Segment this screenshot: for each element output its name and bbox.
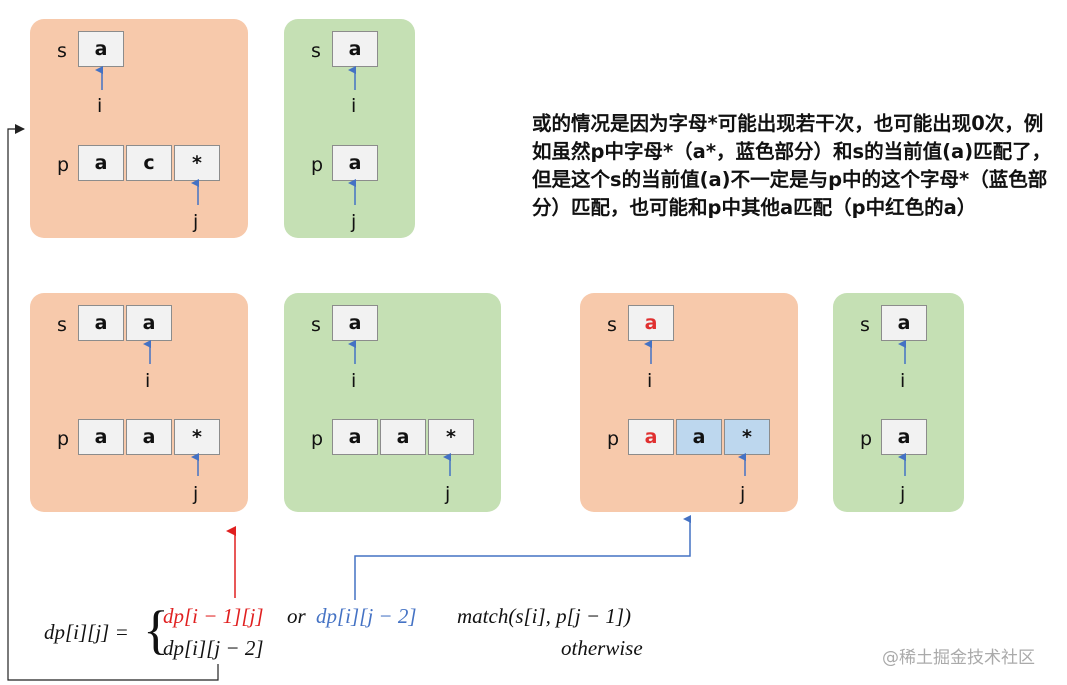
- p-cell: a: [881, 419, 927, 455]
- s-cell-highlight-red: a: [628, 305, 674, 341]
- black-connector-arrow: [7, 124, 219, 681]
- i-pointer-label: i: [900, 370, 906, 392]
- p-label: p: [607, 428, 620, 450]
- s-label: s: [860, 314, 870, 336]
- s-label: s: [57, 40, 67, 62]
- formula-case1-red-term: dp[i − 1][j]: [163, 604, 264, 628]
- formula-case1-condition: match(s[i], p[j − 1]): [457, 604, 632, 628]
- p-cell: a: [126, 419, 172, 455]
- j-pointer-label: j: [740, 483, 746, 505]
- i-pointer-label: i: [351, 370, 357, 392]
- s-cell: a: [126, 305, 172, 341]
- s-cell: a: [78, 31, 124, 67]
- formula-case2-condition: otherwise: [561, 636, 643, 660]
- panel-5: s a i p a a * j: [580, 293, 798, 512]
- p-label: p: [860, 428, 873, 450]
- explanation-note: 或的情况是因为字母*可能出现若干次，也可能出现0次，例如虽然p中字母*（a*，蓝…: [532, 112, 1052, 219]
- p-cell: c: [126, 145, 172, 181]
- s-label: s: [311, 40, 321, 62]
- p-cell: a: [332, 145, 378, 181]
- s-cell: a: [332, 31, 378, 67]
- watermark: @稀土掘金技术社区: [882, 648, 1035, 668]
- blue-connector-arrow: [354, 515, 691, 600]
- p-cell: a: [380, 419, 426, 455]
- s-label: s: [311, 314, 321, 336]
- panel-6: s a i p a j: [833, 293, 964, 512]
- j-pointer-label: j: [193, 483, 199, 505]
- p-cell-highlight-red: a: [628, 419, 674, 455]
- s-label: s: [607, 314, 617, 336]
- s-cell: a: [332, 305, 378, 341]
- j-pointer-label: j: [445, 483, 451, 505]
- p-label: p: [311, 154, 324, 176]
- p-label: p: [57, 154, 70, 176]
- s-cell: a: [881, 305, 927, 341]
- formula-case1-blue-term: dp[i][j − 2]: [316, 604, 417, 628]
- i-pointer-label: i: [97, 95, 103, 117]
- panel-1: s a i p a c * j: [30, 19, 248, 238]
- p-label: p: [57, 428, 70, 450]
- i-pointer-label: i: [351, 95, 357, 117]
- s-cell: a: [78, 305, 124, 341]
- j-pointer-label: j: [193, 211, 199, 233]
- i-pointer-label: i: [145, 370, 151, 392]
- panel-2: s a i p a j: [284, 19, 415, 238]
- p-cell-highlight-blue: *: [724, 419, 770, 455]
- formula-case2-term: dp[i][j − 2]: [163, 636, 264, 660]
- formula-brace: {: [143, 600, 169, 660]
- panel-3: s a a i p a a * j: [30, 293, 248, 512]
- p-cell: a: [78, 419, 124, 455]
- p-cell: a: [332, 419, 378, 455]
- j-pointer-label: j: [351, 211, 357, 233]
- s-label: s: [57, 314, 67, 336]
- p-cell: a: [78, 145, 124, 181]
- formula-lhs: dp[i][j] =: [44, 620, 129, 644]
- p-cell: *: [428, 419, 474, 455]
- panel-4: s a i p a a * j: [284, 293, 501, 512]
- i-pointer-label: i: [647, 370, 653, 392]
- j-pointer-label: j: [900, 483, 906, 505]
- formula-case1-or: or: [287, 604, 306, 628]
- p-cell-highlight-blue: a: [676, 419, 722, 455]
- p-label: p: [311, 428, 324, 450]
- p-cell: *: [174, 145, 220, 181]
